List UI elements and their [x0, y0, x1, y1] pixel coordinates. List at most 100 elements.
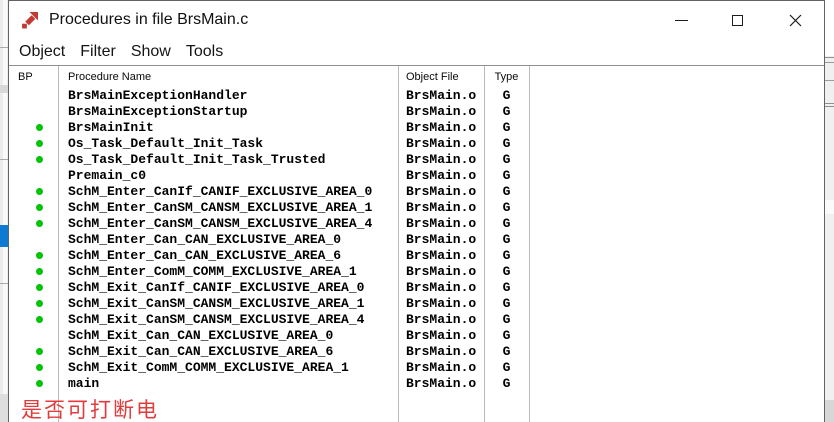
breakpoint-dot[interactable]: [36, 155, 43, 163]
object-file: BrsMain.o: [406, 215, 477, 231]
object-file: BrsMain.o: [406, 151, 477, 167]
breakpoint-dot[interactable]: [36, 315, 43, 323]
maximize-icon: [731, 14, 743, 26]
breakpoint-dot[interactable]: [36, 123, 43, 131]
breakpoint-dot[interactable]: [36, 267, 43, 275]
breakpoint-dot[interactable]: [36, 347, 43, 355]
background-divider: [825, 62, 834, 63]
symbol-type: G: [502, 167, 511, 183]
symbol-type: G: [502, 375, 511, 391]
background-divider: [0, 85, 8, 93]
procedure-name: SchM_Enter_ComM_COMM_EXCLUSIVE_AREA_1: [68, 263, 357, 279]
background-divider: [0, 394, 8, 422]
breakpoint-dot[interactable]: [36, 379, 43, 387]
symbol-type: G: [502, 103, 511, 119]
bp-cell[interactable]: [9, 267, 58, 275]
bp-cell[interactable]: [9, 379, 58, 387]
object-file: BrsMain.o: [406, 375, 477, 391]
background-divider: [825, 106, 834, 107]
column-divider: [529, 66, 530, 422]
bp-cell[interactable]: [9, 155, 58, 163]
breakpoint-dot[interactable]: [36, 363, 43, 371]
table-row[interactable]: SchM_Exit_CanSM_CANSM_EXCLUSIVE_AREA_1 Br…: [9, 295, 824, 311]
object-file: BrsMain.o: [406, 119, 477, 135]
symbol-type: G: [502, 279, 511, 295]
procedure-name: main: [68, 375, 100, 391]
object-file: BrsMain.o: [406, 103, 477, 119]
background-divider: [0, 47, 8, 48]
breakpoint-dot[interactable]: [36, 187, 43, 195]
breakpoint-dot[interactable]: [36, 251, 43, 259]
breakpoint-dot[interactable]: [36, 219, 43, 227]
breakpoint-dot[interactable]: [36, 299, 43, 307]
background-scrollbar-thumb: [825, 200, 834, 214]
procedure-name: Premain_c0: [68, 167, 147, 183]
bp-cell[interactable]: [9, 123, 58, 131]
symbol-type: G: [502, 135, 511, 151]
breakpoint-dot[interactable]: [36, 203, 43, 211]
symbol-type: G: [502, 151, 511, 167]
background-window-left-edge: [0, 0, 8, 422]
menu-tools[interactable]: Tools: [185, 43, 224, 60]
symbol-type: G: [502, 231, 511, 247]
bp-cell[interactable]: [9, 219, 58, 227]
bp-cell[interactable]: [9, 203, 58, 211]
column-divider: [484, 66, 485, 422]
symbol-type: G: [502, 119, 511, 135]
table-row[interactable]: main BrsMain.o G: [9, 375, 824, 391]
table-row[interactable]: SchM_Exit_Can_CAN_EXCLUSIVE_AREA_0 BrsMai…: [9, 327, 824, 343]
symbol-type: G: [502, 295, 511, 311]
bp-cell[interactable]: [9, 187, 58, 195]
close-button[interactable]: [779, 4, 811, 36]
menu-filter[interactable]: Filter: [80, 43, 116, 60]
symbol-type: G: [502, 247, 511, 263]
menu-object[interactable]: Object: [19, 43, 66, 60]
maximize-button[interactable]: [721, 4, 753, 36]
title-bar[interactable]: Procedures in file BrsMain.c: [9, 1, 824, 39]
bp-cell[interactable]: [9, 315, 58, 323]
procedure-name: SchM_Exit_CanSM_CANSM_EXCLUSIVE_AREA_4: [68, 311, 365, 327]
procedure-name: SchM_Exit_Can_CAN_EXCLUSIVE_AREA_0: [68, 327, 334, 343]
bp-cell[interactable]: [9, 299, 58, 307]
object-file: BrsMain.o: [406, 295, 477, 311]
minimize-button[interactable]: [665, 4, 697, 36]
symbol-type: G: [502, 263, 511, 279]
bp-cell[interactable]: [9, 363, 58, 371]
bp-cell[interactable]: [9, 251, 58, 259]
background-divider: [0, 283, 8, 284]
menu-show[interactable]: Show: [130, 43, 171, 60]
symbol-type: G: [502, 327, 511, 343]
object-file: BrsMain.o: [406, 327, 477, 343]
annotation-text: 是否可打断电: [21, 398, 159, 422]
procedure-name: SchM_Exit_CanSM_CANSM_EXCLUSIVE_AREA_1: [68, 295, 365, 311]
background-divider: [825, 57, 834, 58]
symbol-type: G: [502, 199, 511, 215]
procedure-name: Os_Task_Default_Init_Task: [68, 135, 264, 151]
bp-cell[interactable]: [9, 139, 58, 147]
symbol-type: G: [502, 311, 511, 327]
bp-cell[interactable]: [9, 347, 58, 355]
bp-cell[interactable]: [9, 283, 58, 291]
breakpoint-dot[interactable]: [36, 283, 43, 291]
column-divider: [58, 66, 59, 422]
table-header: BP Procedure Name Object File Type: [9, 66, 824, 87]
column-header-bp: BP: [18, 70, 33, 83]
background-window-area: [825, 0, 834, 56]
breakpoint-dot[interactable]: [36, 139, 43, 147]
